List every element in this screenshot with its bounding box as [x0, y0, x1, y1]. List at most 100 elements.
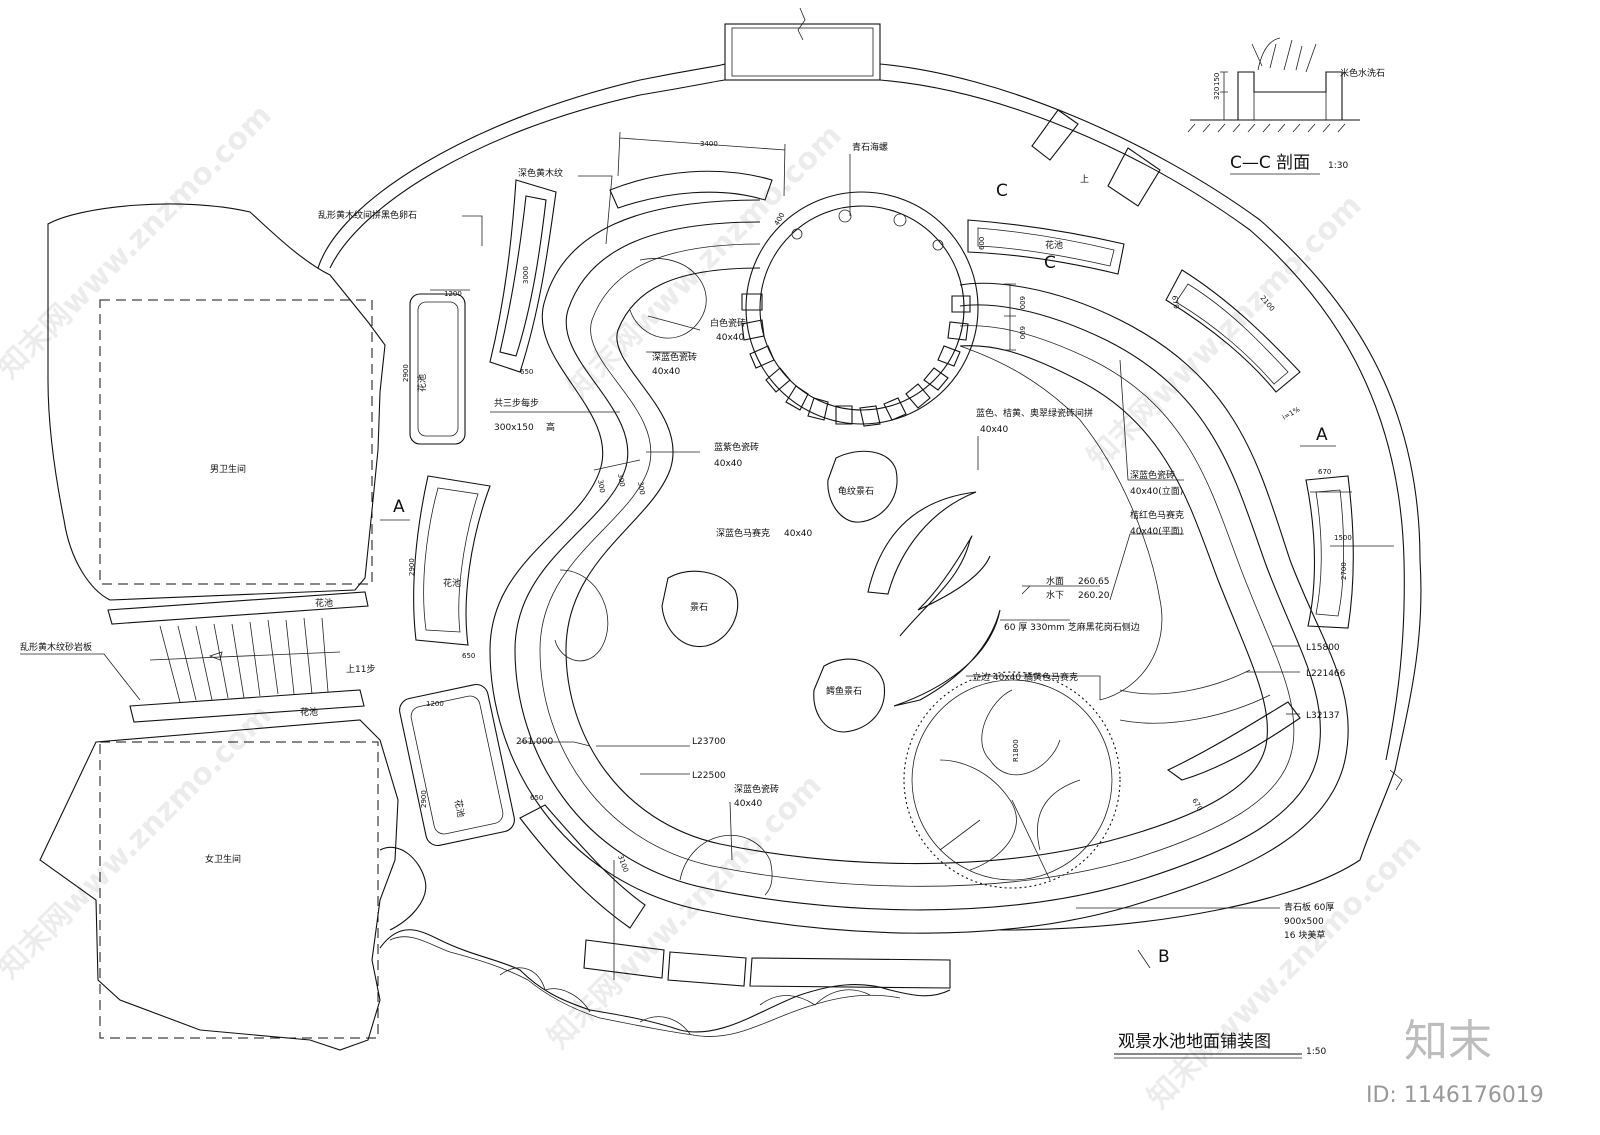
section-mark-a-right: A [1316, 425, 1328, 445]
label-deep-blue-mosaic-size: 40x40 [784, 529, 813, 539]
label-bluestone-slab: 青石板 60厚 [1284, 901, 1334, 913]
female-toilet-label: 女卫生间 [205, 853, 241, 865]
label-level-261: 261.000 [516, 737, 553, 747]
dim-650a: 650 [520, 368, 533, 376]
label-up: 上 [1080, 174, 1089, 185]
section-scale: 1:30 [1328, 161, 1348, 171]
watermark-4: 知末网www.znzmo.com [0, 698, 279, 986]
drawing-scale: 1:50 [1306, 1047, 1326, 1057]
label-random-wood-pebble: 乱形黄木纹间拼黑色卵石 [318, 209, 417, 221]
rock-clusters [499, 967, 871, 1035]
watermark-5: 知末网www.znzmo.com [541, 768, 829, 1056]
dim-2900a: 2900 [402, 364, 410, 382]
outer-boundary-inner [329, 79, 1405, 761]
inner-arc-left [554, 569, 609, 662]
rock-left [379, 846, 427, 931]
section-detail [1187, 37, 1360, 133]
female-toilet-footprint [99, 741, 379, 1039]
label-slope: i=1% [1281, 405, 1302, 422]
dim-3400: 3400 [700, 140, 718, 148]
circle-paver-blocks [741, 293, 971, 427]
dim-300b: 300 [616, 473, 626, 488]
label-water-bottom: 水下 [1046, 589, 1064, 601]
label-orange-red-mosaic: 桔红色马赛克 [1130, 509, 1184, 521]
label-white-tile: 白色瓷砖 [710, 317, 746, 329]
pool-outline [489, 199, 1349, 934]
section-dim-total: 320 [1213, 87, 1221, 100]
rock-stone [661, 570, 739, 648]
leader-lines [462, 154, 1300, 980]
label-deep-blue-tile-3: 深蓝色瓷砖 [734, 783, 779, 795]
male-toilet-footprint [99, 299, 373, 585]
central-circle [745, 191, 979, 425]
label-deep-blue-tile-3-size: 40x40 [734, 799, 763, 809]
section-dim-upper: 150 [1213, 73, 1221, 86]
length-l5: L32137 [1306, 711, 1340, 721]
dim-1500: 1500 [1334, 534, 1352, 542]
outer-boundary [317, 63, 1422, 931]
label-bluestone-count: 16 块美草 [1284, 929, 1325, 941]
label-orange-red-mosaic-size: 40x40(平面) [1130, 526, 1183, 537]
dim-670a: 670 [1170, 295, 1180, 310]
label-qingshi-haipiao: 青石海螺 [852, 141, 888, 153]
flower-bed-label-3: 花池 [452, 798, 467, 818]
watermark-1: 知末网www.znzmo.com [0, 98, 279, 386]
section-mark-c-right: C [1044, 253, 1056, 273]
label-granite-edge: 60 厚 330mm 芝麻黑花岗石侧边 [1004, 621, 1140, 633]
male-toilet-outline [47, 203, 386, 601]
label-blue-purple-tile: 蓝紫色瓷砖 [714, 441, 759, 453]
fish-pattern-1 [867, 491, 977, 595]
turtle-stone [827, 450, 898, 523]
section-mark-a-left: A [393, 497, 405, 517]
label-deep-blue-tile-1-size: 40x40 [652, 367, 681, 377]
length-l3: L15800 [1306, 643, 1340, 653]
flower-bed-label-2: 花池 [443, 577, 461, 589]
flower-bed-label-stairs-top: 花池 [315, 597, 333, 609]
random-sandstone-leader [20, 653, 141, 701]
section-mark-c-top: C [996, 181, 1008, 201]
dim-600a: 600 [978, 237, 986, 250]
dim-300a: 300 [596, 479, 606, 494]
tree-radius-label: R1800 [1012, 739, 1020, 762]
dim-1200a: 1200 [444, 290, 462, 298]
flower-bed-label-1: 花池 [416, 374, 428, 392]
dim-650c: 650 [530, 794, 543, 802]
brand-logo: 知末 [1404, 1016, 1492, 1067]
brand-id: ID: 1146176019 [1366, 1083, 1544, 1108]
dimension-lines [430, 131, 1394, 547]
rock-edge-inner [389, 936, 901, 1037]
flower-bed-label-4: 花池 [1045, 239, 1063, 251]
label-steps-high: 高 [546, 421, 555, 433]
dim-2700: 2700 [1340, 562, 1348, 580]
length-l1: L23700 [692, 737, 726, 747]
rock-edge [379, 929, 951, 1033]
inner-arc-bottom [679, 835, 773, 896]
female-toilet-outline [39, 719, 399, 1051]
section-material-label: 米色水洗石 [1340, 67, 1385, 79]
label-blue-mix-size: 40x40 [980, 425, 1009, 435]
fish-pattern-3 [893, 609, 1001, 707]
dim-600c: 600 [1018, 326, 1026, 339]
label-water-surface: 水面 [1046, 575, 1064, 587]
label-water-surface-level: 260.65 [1078, 577, 1110, 587]
label-vertical-edge: 立边 40x40 橘黄色马赛克 [972, 671, 1078, 683]
label-blue-purple-tile-size: 40x40 [714, 459, 743, 469]
croc-stone-label: 鳄鱼景石 [826, 685, 862, 697]
label-bluestone-size: 900x500 [1284, 917, 1324, 927]
dim-670b: 670 [1318, 468, 1331, 476]
entrance-gate-inner [731, 27, 874, 77]
dim-300c: 300 [636, 481, 646, 496]
flower-bed-label-stairs-bottom: 花池 [300, 706, 318, 718]
side-gate [1031, 109, 1161, 207]
label-deep-blue-tile-1: 深蓝色瓷砖 [652, 351, 697, 363]
label-steps-note: 共三步每步 [494, 397, 539, 409]
entrance-gate [724, 23, 881, 81]
section-mark-b: B [1158, 947, 1170, 967]
label-white-tile-size: 40x40 [716, 333, 745, 343]
inner-arc-top [629, 258, 707, 339]
dim-650b: 650 [462, 652, 475, 660]
label-deep-blue-tile-2: 深蓝色瓷砖 [1130, 469, 1175, 481]
length-l2: L22500 [692, 771, 726, 781]
break-mark-right [1389, 769, 1403, 791]
